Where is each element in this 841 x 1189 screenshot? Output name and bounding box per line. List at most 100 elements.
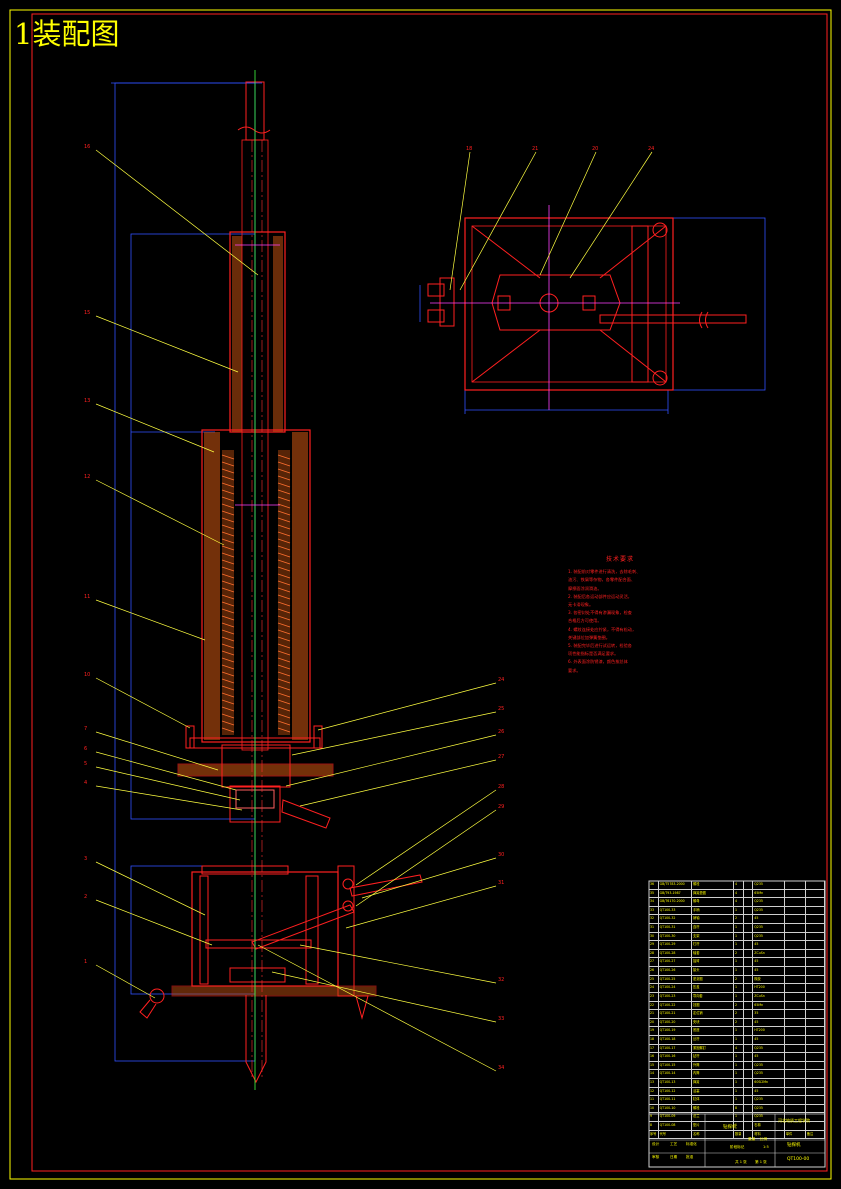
spring-coil [277,517,291,523]
bom-cell [806,889,826,898]
bom-cell: QT100-14 [659,1070,693,1079]
leader-line [95,149,259,276]
bom-cell [744,1035,754,1044]
spring-coil [221,699,235,705]
bom-cell: 2 [734,1010,744,1018]
spring-coil [277,587,291,593]
callout-right-29: 29 [498,804,504,810]
callout-left-1: 1 [84,959,87,965]
spring-coil [277,454,291,460]
bom-cell [744,889,754,898]
spring-coil [277,496,291,502]
callout-right-27: 27 [498,754,504,760]
bom-cell: 弹簧 [692,1079,735,1087]
spring-coil [277,573,291,579]
bom-cell: QT100-09 [659,1113,693,1122]
bom-cell: 1 [734,1122,744,1130]
bom-cell: Q235 [753,1070,785,1079]
callout-left-11: 11 [84,594,90,600]
callout-right-26: 26 [498,729,504,735]
bom-cell: 夹块 [692,1018,735,1027]
bom-cell [744,1061,754,1070]
bom-cell: Q235 [753,1104,785,1113]
bom-cell [785,1104,806,1113]
bom-cell: 名称 [692,1130,735,1139]
leader-line [449,151,471,291]
bom-cell [806,941,826,949]
tech-line: 无卡滞现象。 [568,602,594,608]
bom-cell [744,898,754,906]
title-block-approver: 批准 [686,1155,694,1159]
bom-cell: 螺栓 [692,1104,735,1113]
spring-coil [277,468,291,474]
bom-cell: 32 [649,915,659,924]
bom-cell: 45 [753,1053,785,1061]
title-block-weight: 重量 [748,1137,756,1141]
spring-coil [221,475,235,481]
bom-cell [744,1130,754,1139]
bom-cell: 8 [734,1104,744,1113]
bom-cell: QT100-08 [659,1122,693,1130]
bom-cell: 1 [734,906,744,915]
leader-line [271,971,497,1023]
bom-cell [744,915,754,924]
bom-cell [785,949,806,958]
bom-cell [806,932,826,941]
tech-line: 2. 装配后各运动部件应运动灵活， [568,593,632,599]
bom-cell: 弹簧垫圈 [692,889,735,898]
bom-cell: 定位销 [692,1010,735,1018]
leader-line [95,315,239,373]
tech-line: 关键部位加弹簧垫圈。 [568,634,610,640]
bom-cell [744,1079,754,1087]
leader-line [95,677,191,729]
spring-coil [221,524,235,530]
bom-cell: ZCuSn [753,992,785,1001]
bom-cell: QT100-23 [659,992,693,1001]
bom-cell: QT100-25 [659,975,693,984]
bom-cell: QT100-11 [659,1096,693,1104]
leader-line [95,785,243,811]
spring-coil [221,538,235,544]
bom-cell: GB/T5783-2000 [659,881,693,889]
callout-top-18: 18 [466,146,472,152]
leader-line [95,479,225,546]
leader-line [299,759,497,807]
bom-cell: 11 [649,1096,659,1104]
bom-cell: 23 [649,992,659,1001]
spring-coil [221,496,235,502]
spring-coil [221,461,235,467]
leader-line [95,599,206,641]
bom-cell: 35 [753,1010,785,1018]
bom-cell: 21 [649,1010,659,1018]
callout-left-2: 2 [84,894,87,900]
bom-cell [744,1001,754,1010]
bom-cell: QT100-12 [659,1087,693,1096]
bom-cell: 30 [649,932,659,941]
leader-line [361,857,497,899]
leader-lines [95,149,653,1072]
spring-coil [221,573,235,579]
bom-cell: QT100-13 [659,1079,693,1087]
bom-cell: 2 [734,1018,744,1027]
spring-coil [277,461,291,467]
bom-cell [785,1113,806,1122]
bom-cell: 手柄 [692,906,735,915]
bom-cell: QT100-29 [659,941,693,949]
bom-cell [785,1070,806,1079]
bom-cell [806,915,826,924]
bom-cell: 内筒 [692,1070,735,1079]
bom-cell: 1 [734,984,744,992]
callout-top-21: 21 [532,146,538,152]
spring-coil [221,482,235,488]
leader-line [569,151,653,279]
callout-left-3: 3 [84,856,87,862]
bom-cell [785,1096,806,1104]
callout-right-25: 25 [498,706,504,712]
